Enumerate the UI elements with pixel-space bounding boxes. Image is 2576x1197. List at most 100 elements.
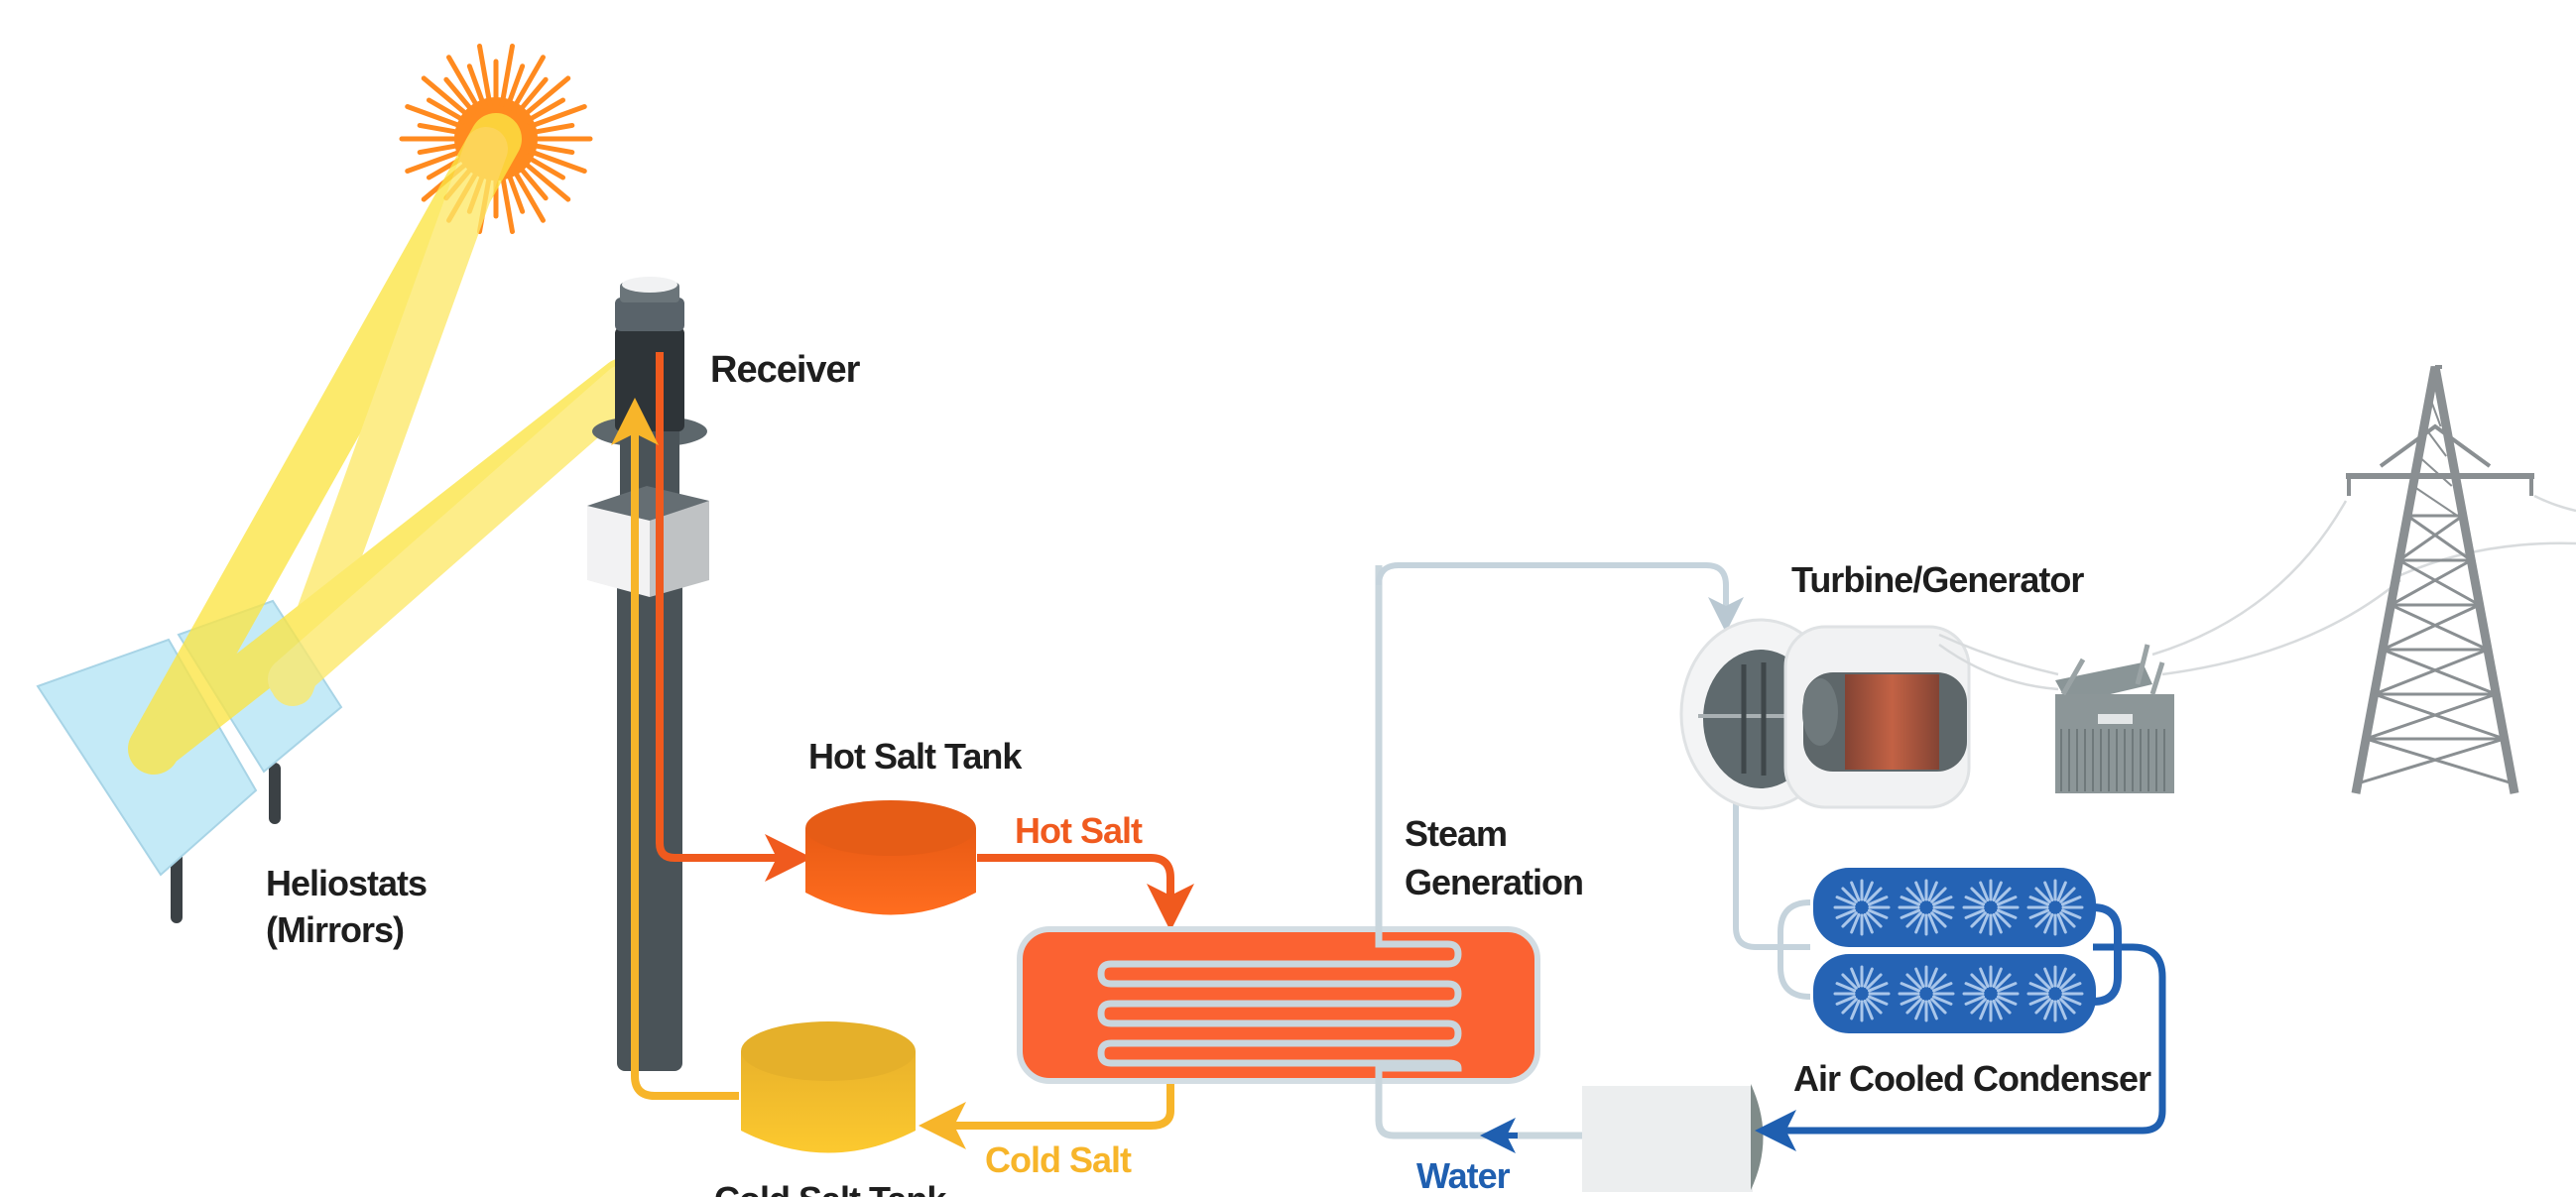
condenser-fan-blade <box>1841 973 1858 990</box>
condenser-fan-blade <box>1867 982 1889 993</box>
steam-lines <box>1376 562 1811 1000</box>
sun-ray <box>526 148 587 174</box>
condenser-fan-blade <box>2056 881 2067 902</box>
pylon-lattice <box>2382 648 2497 696</box>
salt-pipes <box>611 352 1194 1149</box>
sun-ray <box>421 75 472 120</box>
steam-to-turbine <box>1376 562 1744 633</box>
condenser-fan-blade <box>2028 995 2050 1006</box>
condenser-fan-blade <box>1841 998 1858 1015</box>
pylon-lattice <box>2423 425 2447 457</box>
sun-ray <box>499 43 515 108</box>
condenser-fan-blade <box>1995 887 2012 903</box>
condenser-fan-blade <box>1835 995 1857 1006</box>
condenser-fan-blade <box>2059 887 2076 903</box>
sun-ray <box>520 75 571 120</box>
condenser-fan-blade <box>2056 999 2067 1020</box>
sun-ray <box>515 76 549 115</box>
condenser-fan-blade <box>1900 896 1921 906</box>
condenser-fan-blade <box>1900 995 1921 1006</box>
condenser-fan-blade <box>1931 908 1953 919</box>
condenser-fan-blade <box>1970 887 1987 903</box>
condenser-fan-blade <box>1863 912 1874 934</box>
pylon-lattice <box>2397 558 2481 607</box>
condenser-fan-blade <box>1841 887 1858 903</box>
hot-tank-top <box>805 800 976 856</box>
condenser-return-pipe <box>1755 943 2166 1151</box>
steam-coil <box>1097 565 1582 1139</box>
condenser-fan-blade <box>2028 896 2050 906</box>
condenser-fan-blade <box>1992 881 2003 902</box>
condenser-fan-blade <box>1996 908 2018 919</box>
condenser-fan-blade <box>1931 995 1953 1006</box>
feedwater-tank-body <box>1582 1086 1753 1192</box>
steam-generation-label-line1: Steam <box>1405 813 1507 854</box>
condenser-fan-blade <box>1970 998 1987 1015</box>
condenser-fan-blade <box>2034 998 2051 1015</box>
condenser-fan-blade <box>2028 982 2050 993</box>
condenser-fan-blade <box>1905 887 1922 903</box>
condenser-fan-blade <box>2060 982 2082 993</box>
condenser-fan-blade <box>2059 998 2076 1015</box>
condenser-fan-blade <box>1979 999 1990 1020</box>
power-lines <box>1938 494 2576 691</box>
sun-ray <box>505 63 526 109</box>
condenser-fan-blade <box>2034 887 2051 903</box>
condenser-fan-blade <box>1863 881 1874 902</box>
cold-salt-flow-label: Cold Salt <box>985 1139 1132 1180</box>
condenser-fan-blade <box>1867 995 1889 1006</box>
condenser-fan-blade <box>1992 967 2003 989</box>
line-transformer-to-tower-1 <box>2151 500 2348 657</box>
condenser-fan-blade <box>2056 967 2067 989</box>
condenser-fan-blade <box>1905 973 1922 990</box>
condenser-fan-blade <box>1835 982 1857 993</box>
turbine-generator-label: Turbine/Generator <box>1791 559 2084 600</box>
transformer-body <box>2055 694 2174 793</box>
condenser-fan-blade <box>1930 887 1947 903</box>
pylon-lattice <box>2382 603 2481 652</box>
condenser-fan-blade <box>1900 908 1921 919</box>
pylon-arm-brace <box>2379 423 2492 468</box>
condenser-fan-blade <box>1931 896 1953 906</box>
sun-ray <box>523 97 566 124</box>
condenser-fan-blade <box>1914 967 1925 989</box>
condenser-fan-blade <box>1866 973 1883 990</box>
condenser-fan-blade <box>2060 995 2082 1006</box>
transformer-plate <box>2098 714 2133 724</box>
receiver-cap-ring <box>615 298 684 331</box>
feedwater-tank-end <box>1751 1084 1764 1190</box>
line-gen-to-transformer-1 <box>1938 633 2059 676</box>
cold-tank-top <box>741 1021 916 1081</box>
condenser-link <box>2092 903 2122 1006</box>
condenser-fan-blade <box>1905 911 1922 928</box>
condenser-fan-blade <box>2059 911 2076 928</box>
turbine-to-condenser <box>1733 803 1810 950</box>
condenser-fan-blade <box>1900 982 1921 993</box>
transformer-fins <box>2060 729 2165 791</box>
condenser-fan-blade <box>1964 995 1986 1006</box>
condenser-fan-blade <box>1930 911 1947 928</box>
condenser-fan-blade <box>1995 911 2012 928</box>
condenser-fan-blade <box>1992 999 2003 1020</box>
generator-coil <box>1845 674 1939 770</box>
transformer-bushing-2 <box>2135 644 2150 685</box>
steam-generation-label-line2: Generation <box>1405 862 1583 902</box>
receiver-top-face <box>622 277 677 293</box>
sun-ray <box>426 97 469 124</box>
condenser-fan-blade <box>1850 881 1861 902</box>
condenser-fan-blade <box>1964 908 1986 919</box>
steam-generator <box>1017 565 1582 1139</box>
condenser-fan-blade <box>2060 896 2082 906</box>
condenser-fan-blade <box>1905 998 1922 1015</box>
sun-ray <box>527 122 575 136</box>
sun-ray <box>446 55 481 112</box>
pylon-lattice <box>2365 692 2497 741</box>
condenser-fan-blade <box>1927 999 1938 1020</box>
condenser-fan-blade <box>2060 908 2082 919</box>
condenser-fan-blade <box>1995 998 2012 1015</box>
pylon-lattice <box>2390 603 2489 652</box>
condenser-fan-blade <box>2056 912 2067 934</box>
sun-ray <box>515 163 549 201</box>
sun-ray <box>405 104 466 130</box>
